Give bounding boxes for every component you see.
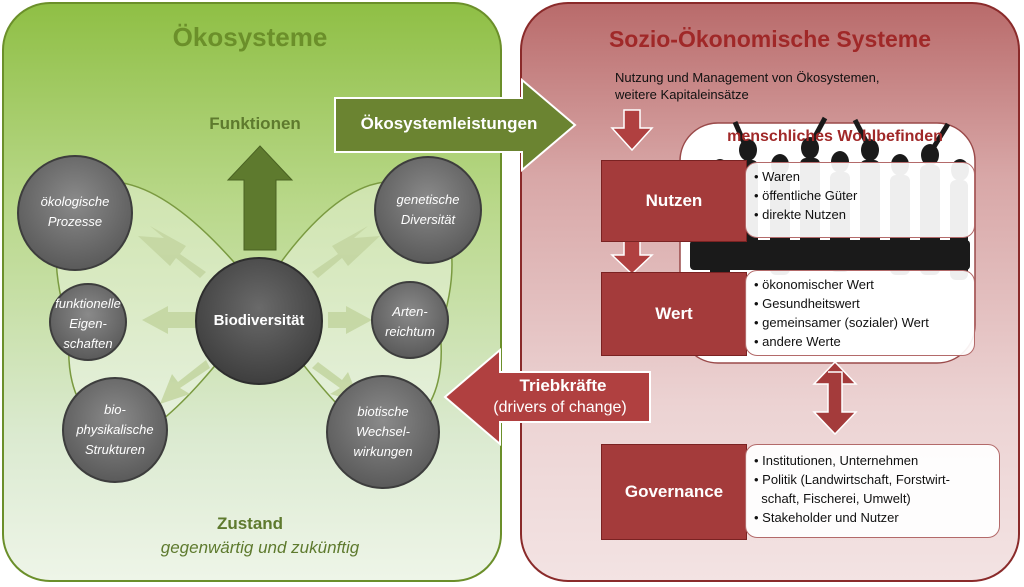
state-subtitle: gegenwärtig und zukünftig: [160, 538, 360, 557]
nutzen-list: • Waren • öffentliche Güter • direkte Nu…: [745, 162, 975, 238]
governance-box: Governance: [601, 444, 747, 540]
wert-item: • Gesundheitswert: [754, 296, 860, 311]
nutzen-to-wert-arrow: [610, 239, 654, 276]
nutzen-item: • direkte Nutzen: [754, 207, 846, 222]
services-arrow: [334, 77, 577, 173]
wert-box: Wert: [601, 272, 747, 356]
wert-item: • gemeinsamer (sozialer) Wert: [754, 315, 929, 330]
circle-functional-traits: [49, 283, 127, 361]
governance-item: • Institutionen, Unternehmen: [754, 453, 919, 468]
arrow-to-c4: [312, 226, 380, 278]
state-title: Zustand: [216, 514, 284, 533]
governance-item: schaft, Fischerei, Umwelt): [754, 491, 911, 506]
usage-down-arrow: [610, 109, 654, 152]
functions-arrow: [226, 145, 294, 251]
functions-label: Funktionen: [209, 114, 301, 133]
arrow-to-c1: [138, 226, 206, 278]
wellbeing-label: menschliches Wohlbefinden: [727, 128, 943, 145]
circle-biotic-interactions: [326, 375, 440, 489]
circle-biodiversity: [195, 257, 323, 385]
label-biophysical-structures: bio- physikalische Strukturen: [76, 402, 154, 457]
label-functional-traits: funktionelle Eigen- schaften: [55, 296, 121, 351]
circle-ecological-processes: [17, 155, 133, 271]
circle-species-richness: [371, 281, 449, 359]
usage-line2: weitere Kapitaleinsätze: [615, 87, 749, 102]
wert-list: • ökonomischer Wert • Gesundheitswert • …: [745, 270, 975, 356]
label-ecological-processes: ökologische Prozesse: [40, 194, 110, 229]
services-label: Ökosystemleistungen: [360, 114, 538, 133]
socio-title: Sozio-Ökonomische Systeme: [608, 26, 932, 52]
arrow-to-c5: [328, 306, 372, 334]
usage-line1: Nutzung und Management von Ökosystemen,: [615, 70, 880, 85]
circle-genetic-diversity: [374, 156, 482, 264]
label-genetic-diversity: genetische Diversität: [396, 192, 460, 227]
wert-governance-arrow: [812, 360, 858, 436]
nutzen-box: Nutzen: [601, 160, 747, 242]
governance-item: • Politik (Landwirtschaft, Forstwirt-: [754, 472, 950, 487]
arrow-to-c3: [160, 360, 210, 404]
label-biotic-interactions: biotische Wechsel- wirkungen: [353, 404, 413, 459]
wert-item: • andere Werte: [754, 334, 841, 349]
drivers-arrow: [443, 347, 651, 447]
nutzen-item: • Waren: [754, 169, 800, 184]
governance-list: • Institutionen, Unternehmen • Politik (…: [745, 444, 1000, 538]
drivers-subtitle: (drivers of change): [493, 399, 627, 416]
eco-title: Ökosysteme: [172, 22, 328, 52]
circle-biophysical-structures: [62, 377, 168, 483]
label-species-richness: Arten- reichtum: [385, 304, 435, 339]
arrow-to-c2: [142, 306, 196, 334]
nutzen-item: • öffentliche Güter: [754, 188, 858, 203]
governance-item: • Stakeholder und Nutzer: [754, 510, 899, 525]
wert-item: • ökonomischer Wert: [754, 277, 874, 292]
drivers-title: Triebkräfte: [519, 376, 607, 395]
biodiversity-label: Biodiversität: [213, 312, 305, 329]
